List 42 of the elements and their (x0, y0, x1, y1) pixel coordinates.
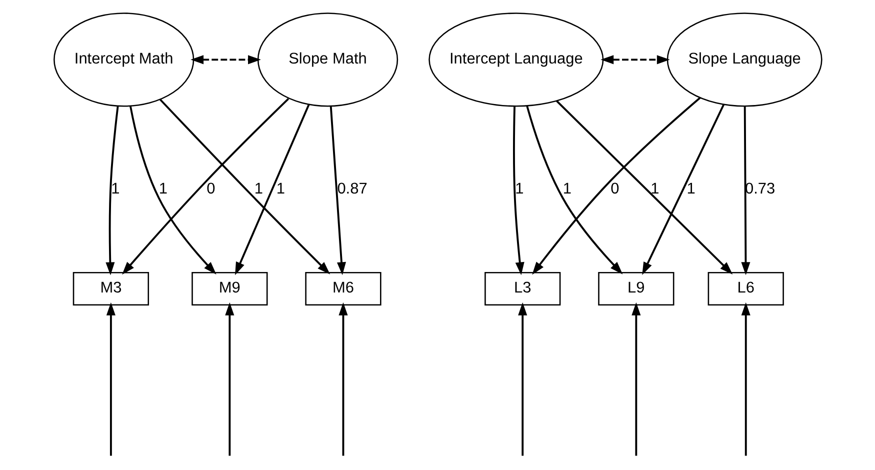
arrow (129, 106, 216, 274)
arrow (518, 302, 527, 456)
node-box: L6 (707, 272, 784, 306)
arrow (512, 106, 524, 276)
arrow (532, 97, 700, 275)
edge-label: 1 (562, 180, 571, 198)
arrow (600, 55, 670, 64)
arrow (158, 98, 330, 274)
node-ellipse: Slope Math (256, 12, 398, 107)
arrow (338, 302, 348, 456)
edge-label: 1 (158, 180, 168, 198)
node-ellipse: Intercept Math (53, 12, 194, 107)
edge-label: 0 (610, 180, 619, 198)
edge-label: 0 (206, 180, 215, 198)
arrow (556, 100, 732, 274)
node-box: M6 (304, 272, 381, 306)
edge-label: 1 (276, 180, 284, 198)
node-ellipse: Slope Language (666, 12, 822, 107)
arrow (642, 104, 724, 276)
node-box: M3 (72, 272, 149, 306)
arrow (122, 98, 289, 275)
arrow (740, 302, 750, 456)
edge-label: 1 (686, 180, 695, 198)
node-ellipse: Intercept Language (428, 12, 604, 107)
edge-label: 0.73 (744, 180, 775, 198)
arrow (234, 104, 310, 276)
arrow (224, 302, 234, 456)
arrow (631, 302, 640, 456)
arrow (190, 55, 260, 64)
edge-label: 0.87 (336, 180, 367, 198)
arrow (106, 302, 115, 456)
edge-label: 1 (514, 180, 524, 198)
edge-label: 1 (254, 180, 263, 198)
edge-label: 1 (110, 180, 120, 198)
node-box: L9 (598, 272, 674, 306)
node-box: L3 (484, 272, 560, 306)
arrow (105, 106, 118, 276)
node-box: M9 (191, 272, 268, 306)
arrow (329, 106, 346, 276)
arrow (526, 106, 622, 274)
edge-label: 1 (650, 180, 659, 198)
arrow (740, 106, 750, 276)
